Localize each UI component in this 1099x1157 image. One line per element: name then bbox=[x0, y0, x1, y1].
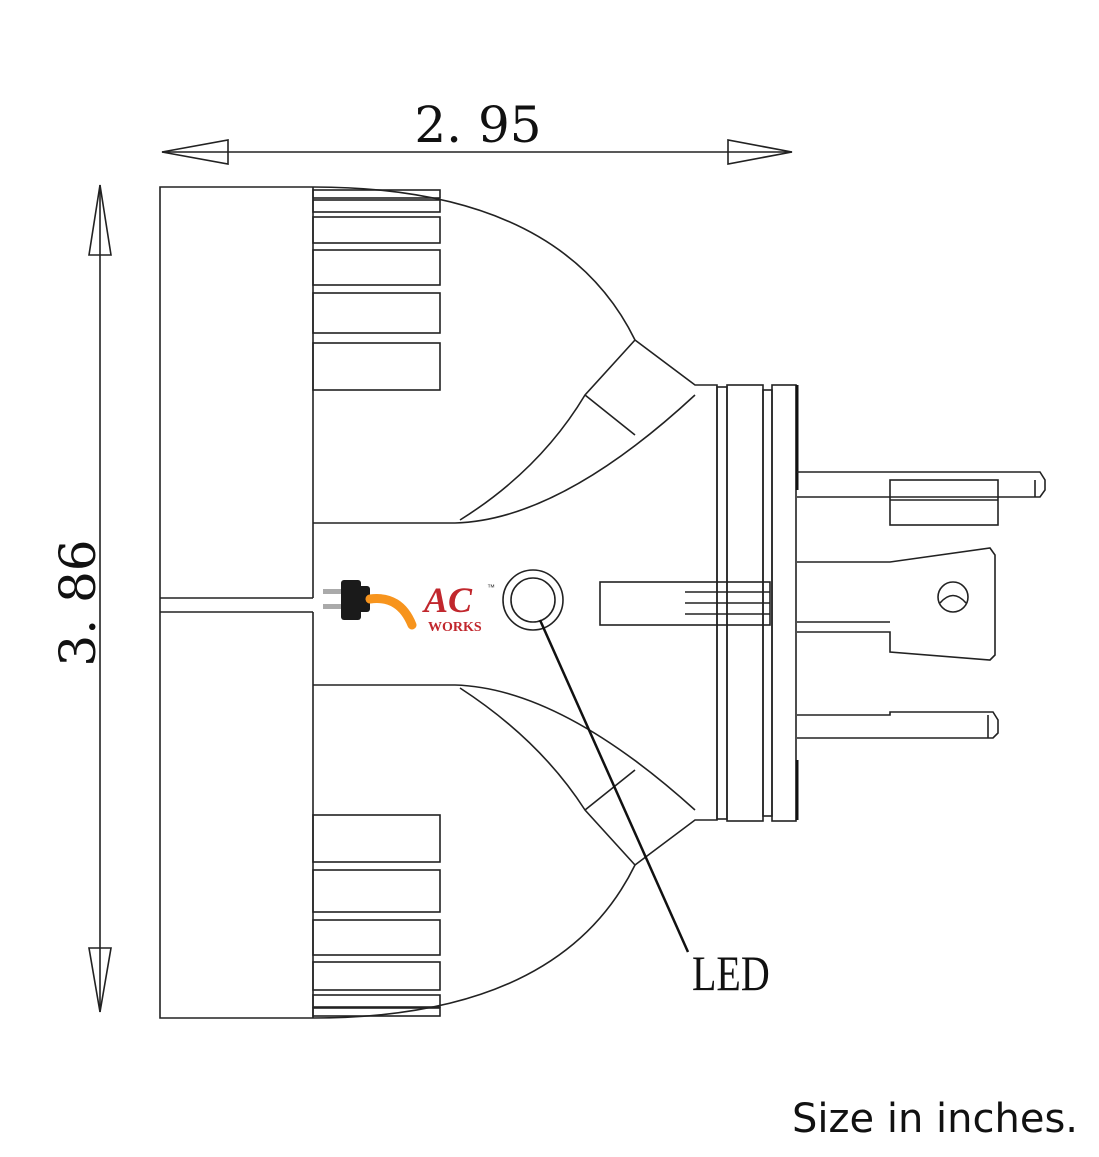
size-caption: Size in inches. bbox=[792, 1096, 1078, 1142]
width-label: 2. 95 bbox=[414, 96, 541, 154]
led-indicator: LED bbox=[502, 569, 770, 1001]
height-label: 3. 86 bbox=[49, 539, 107, 666]
logo-sub: WORKS bbox=[428, 620, 482, 635]
width-dimension: 2. 95 bbox=[161, 96, 793, 165]
plug-collar bbox=[599, 384, 799, 822]
led-label: LED bbox=[692, 946, 770, 1001]
grip-slats bbox=[312, 189, 441, 1017]
logo-brand: AC bbox=[422, 580, 473, 620]
plug-icon bbox=[323, 580, 370, 620]
plug-prongs bbox=[797, 471, 1046, 739]
cord-icon bbox=[365, 594, 417, 630]
acworks-logo: AC ™ WORKS bbox=[323, 580, 495, 635]
adapter-body bbox=[159, 186, 718, 1019]
logo-trademark: ™ bbox=[487, 583, 495, 592]
height-dimension: 3. 86 bbox=[49, 184, 112, 1013]
